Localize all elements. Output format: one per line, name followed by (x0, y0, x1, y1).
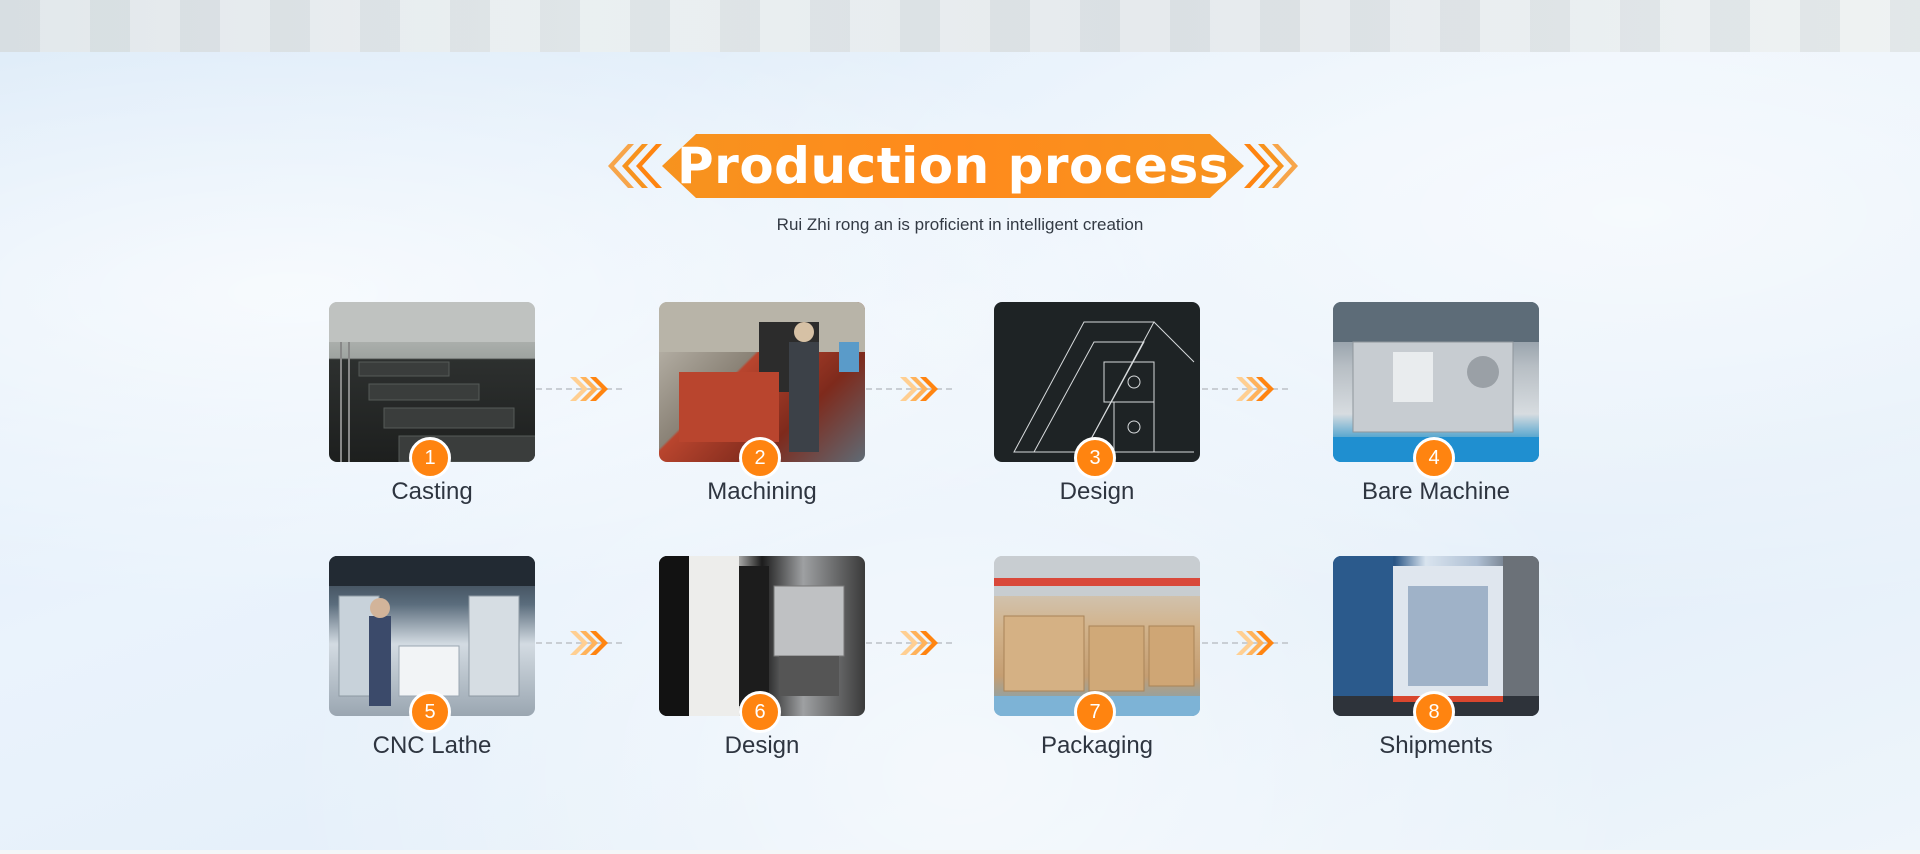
double-chevron-right-icon (1202, 377, 1288, 401)
step-number-badge: 3 (1074, 437, 1116, 479)
step-card-5[interactable]: 5 CNC Lathe (329, 556, 535, 766)
step-number-badge: 4 (1413, 437, 1455, 479)
step-photo-casting (329, 302, 535, 462)
step-label: Design (1059, 478, 1135, 505)
section-bottom-divider (0, 850, 1920, 854)
step-card-2[interactable]: 2 Machining (659, 302, 865, 512)
chevrons-left-icon (608, 144, 662, 188)
step-label: Packaging (1040, 732, 1154, 759)
top-banner-strip (0, 0, 1920, 52)
step-card-6[interactable]: 6 Design (659, 556, 865, 766)
step-photo-machining (659, 302, 865, 462)
step-label: Shipments (1379, 732, 1493, 759)
step-photo-design (659, 556, 865, 716)
step-label: Casting (391, 478, 473, 505)
step-card-8[interactable]: 8 Shipments (1333, 556, 1539, 766)
step-number-badge: 1 (409, 437, 451, 479)
chevrons-right-icon (1244, 144, 1298, 188)
double-chevron-right-icon (866, 631, 952, 655)
title-ribbon: Production process (662, 134, 1244, 198)
step-number-badge: 7 (1074, 691, 1116, 733)
double-chevron-right-icon (536, 377, 622, 401)
step-number-badge: 6 (739, 691, 781, 733)
step-card-3[interactable]: 3 Design (994, 302, 1200, 512)
double-chevron-right-icon (1202, 631, 1288, 655)
step-card-1[interactable]: 1 Casting (329, 302, 535, 512)
step-photo-cnc-lathe (329, 556, 535, 716)
section-title-banner: Production process (608, 134, 1298, 198)
step-card-7[interactable]: 7 Packaging (994, 556, 1200, 766)
page-title: Production process (677, 137, 1229, 195)
step-label: Bare Machine (1361, 478, 1511, 505)
double-chevron-right-icon (536, 631, 622, 655)
step-label: CNC Lathe (372, 732, 492, 759)
step-number-badge: 5 (409, 691, 451, 733)
step-photo-design (994, 302, 1200, 462)
step-photo-bare-machine (1333, 302, 1539, 462)
step-number-badge: 2 (739, 437, 781, 479)
section-subtitle: Rui Zhi rong an is proficient in intelli… (776, 215, 1144, 234)
step-number-badge: 8 (1413, 691, 1455, 733)
step-card-4[interactable]: 4 Bare Machine (1333, 302, 1539, 512)
step-label: Machining (707, 478, 817, 505)
step-label: Design (724, 732, 800, 759)
double-chevron-right-icon (866, 377, 952, 401)
step-photo-shipments (1333, 556, 1539, 716)
